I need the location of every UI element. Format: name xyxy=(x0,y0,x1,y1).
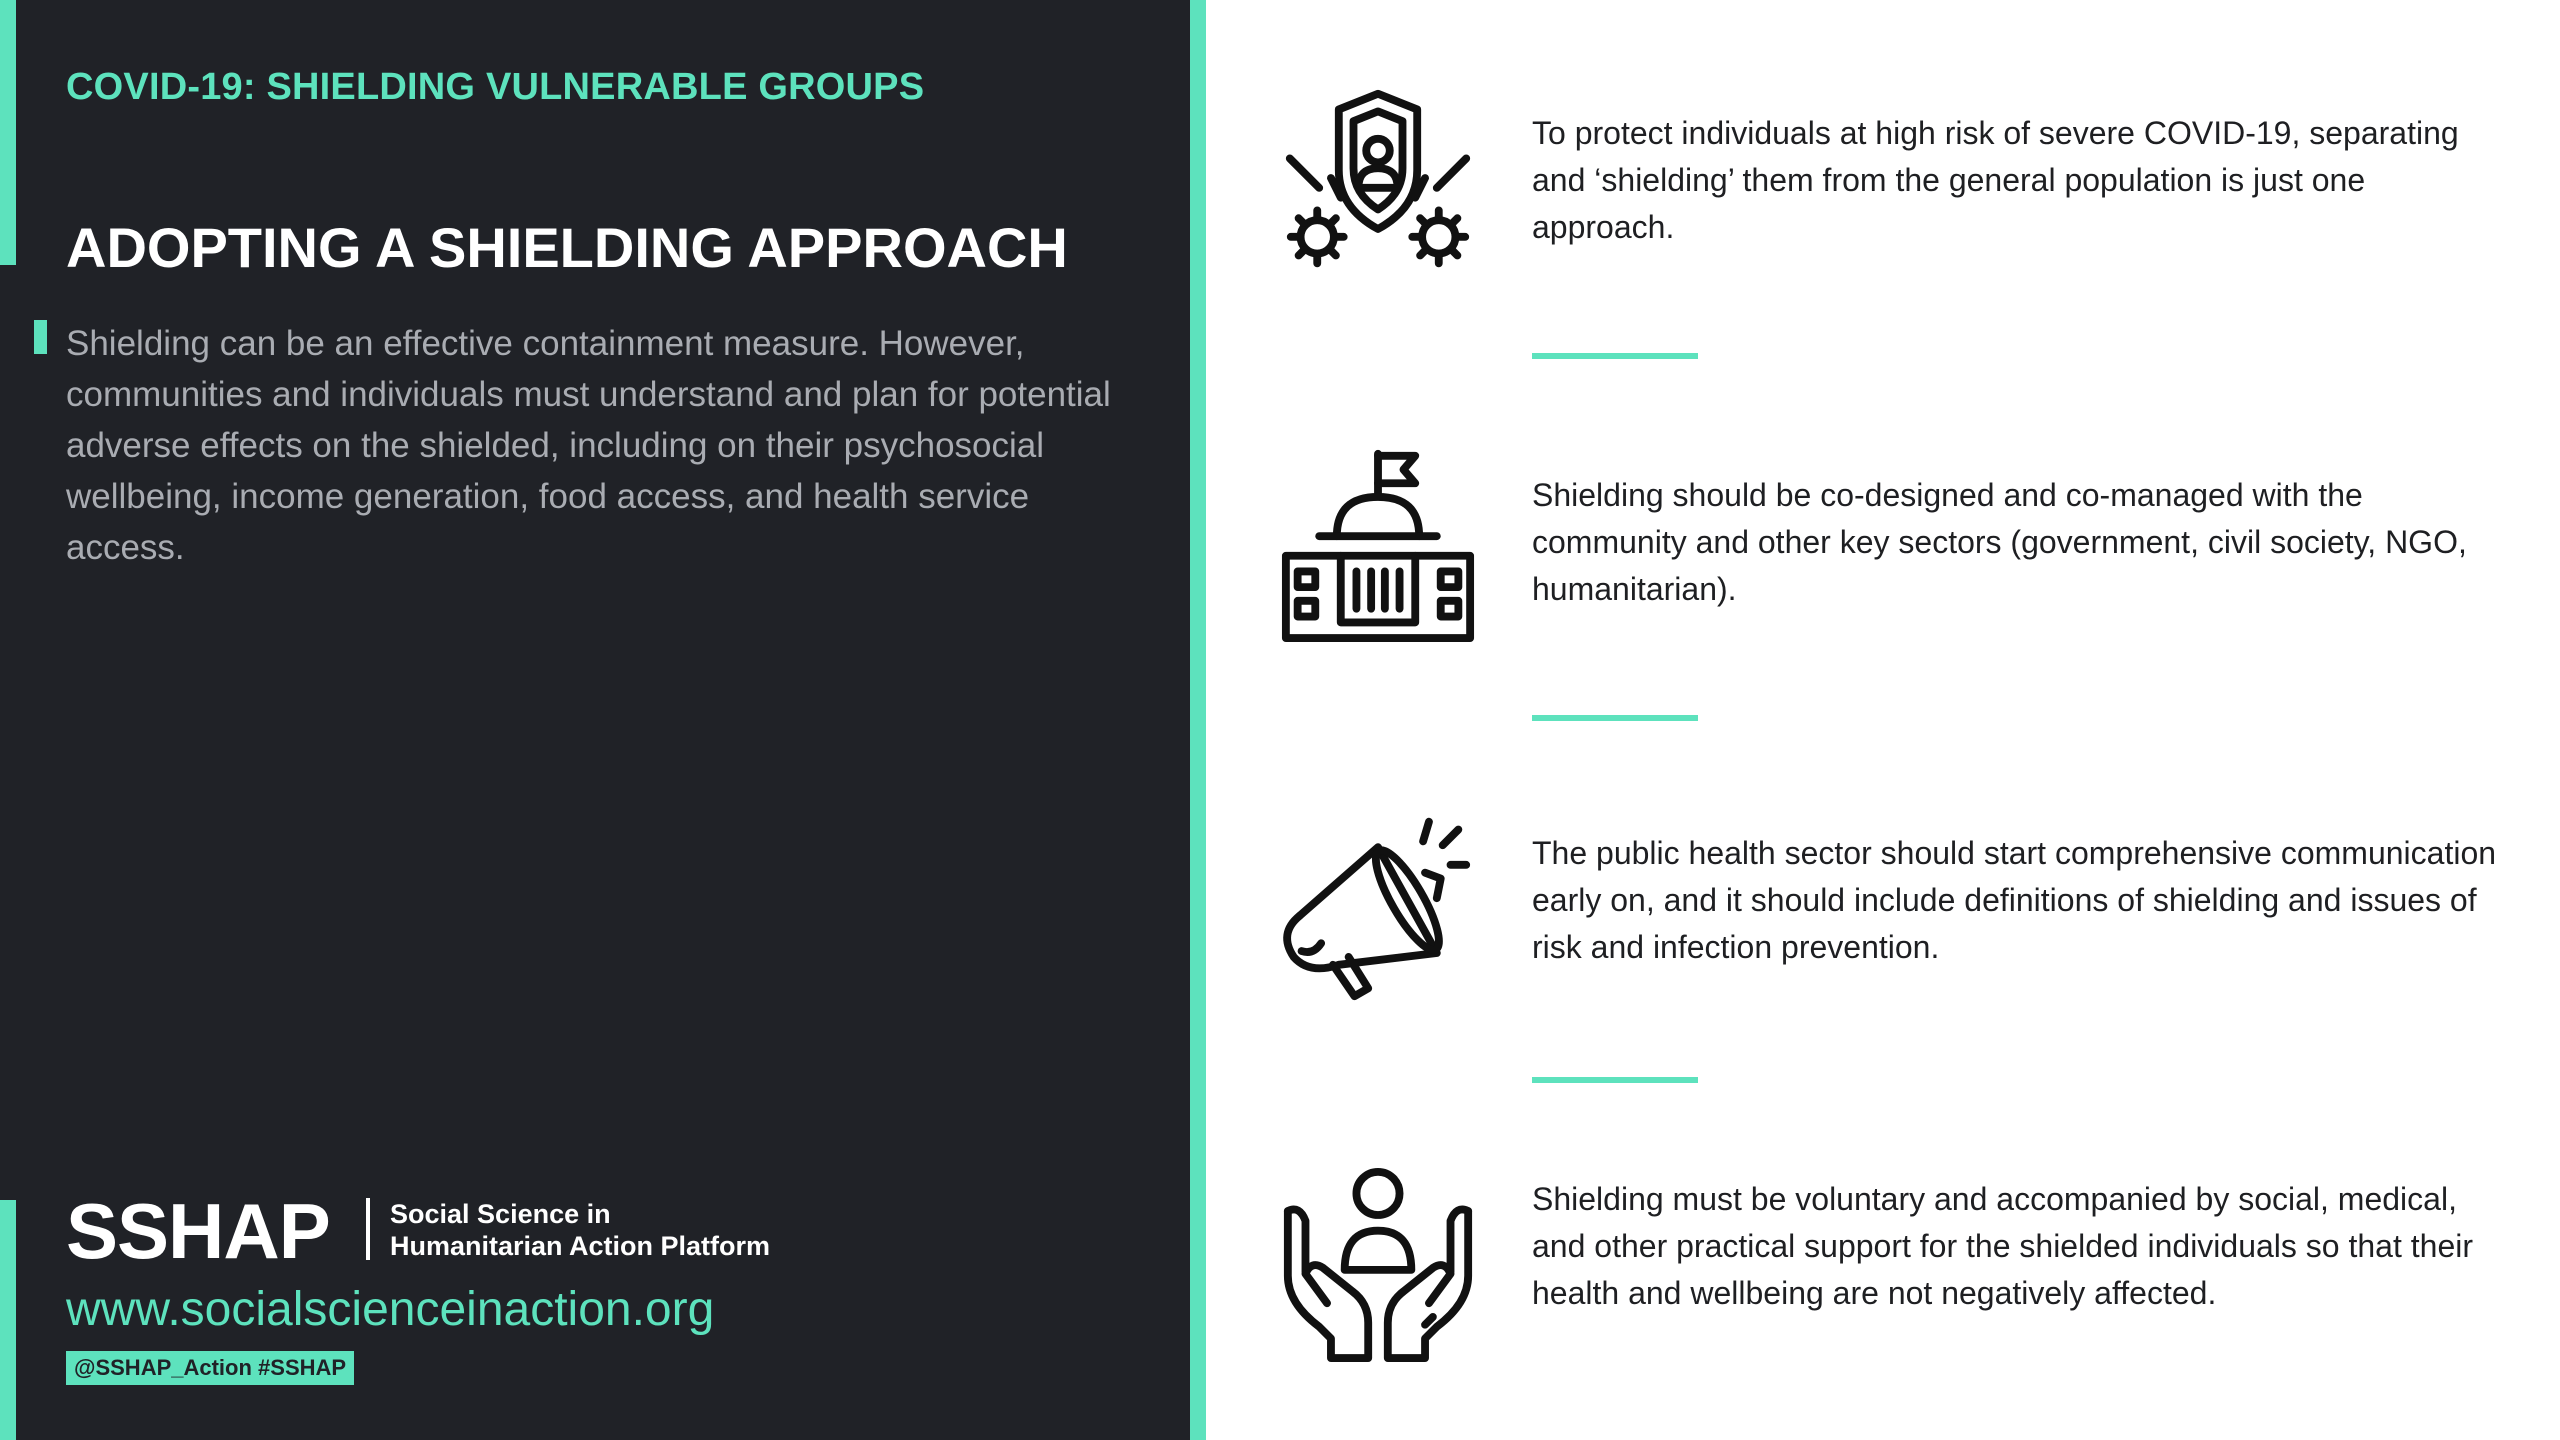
accent-bar-top xyxy=(0,0,16,265)
panel-divider xyxy=(1190,0,1206,1440)
brand-full-line1: Social Science in xyxy=(390,1199,611,1229)
point-text: The public health sector should start co… xyxy=(1532,835,2497,965)
point-text: Shielding should be co-designed and co-m… xyxy=(1532,477,2467,607)
brand-full-name: Social Science in Humanitarian Action Pl… xyxy=(390,1198,810,1262)
shield-person-virus-icon xyxy=(1280,82,1476,278)
hands-support-person-icon xyxy=(1280,1166,1476,1362)
accent-bar-bottom xyxy=(0,1200,16,1440)
intro-marker xyxy=(34,320,47,354)
point-separator xyxy=(1532,1077,1698,1083)
point-text: Shielding must be voluntary and accompan… xyxy=(1532,1181,2473,1311)
megaphone-icon xyxy=(1280,808,1476,1004)
brand-divider xyxy=(366,1198,370,1260)
point-separator xyxy=(1532,353,1698,359)
brand-logo: SSHAP xyxy=(66,1187,331,1275)
government-building-icon xyxy=(1280,446,1476,642)
website-link[interactable]: www.socialscienceinaction.org xyxy=(66,1283,715,1336)
social-handle: @SSHAP_Action #SSHAP xyxy=(66,1351,355,1385)
brand-full-line2: Humanitarian Action Platform xyxy=(390,1231,771,1261)
left-panel xyxy=(0,0,1190,1440)
intro-paragraph: Shielding can be an effective containmen… xyxy=(66,324,1111,567)
point-text: To protect individuals at high risk of s… xyxy=(1532,115,2459,245)
page-title: ADOPTING A SHIELDING APPROACH xyxy=(66,216,1068,279)
point-separator xyxy=(1532,715,1698,721)
topic-tag: COVID-19: SHIELDING VULNERABLE GROUPS xyxy=(66,66,925,108)
